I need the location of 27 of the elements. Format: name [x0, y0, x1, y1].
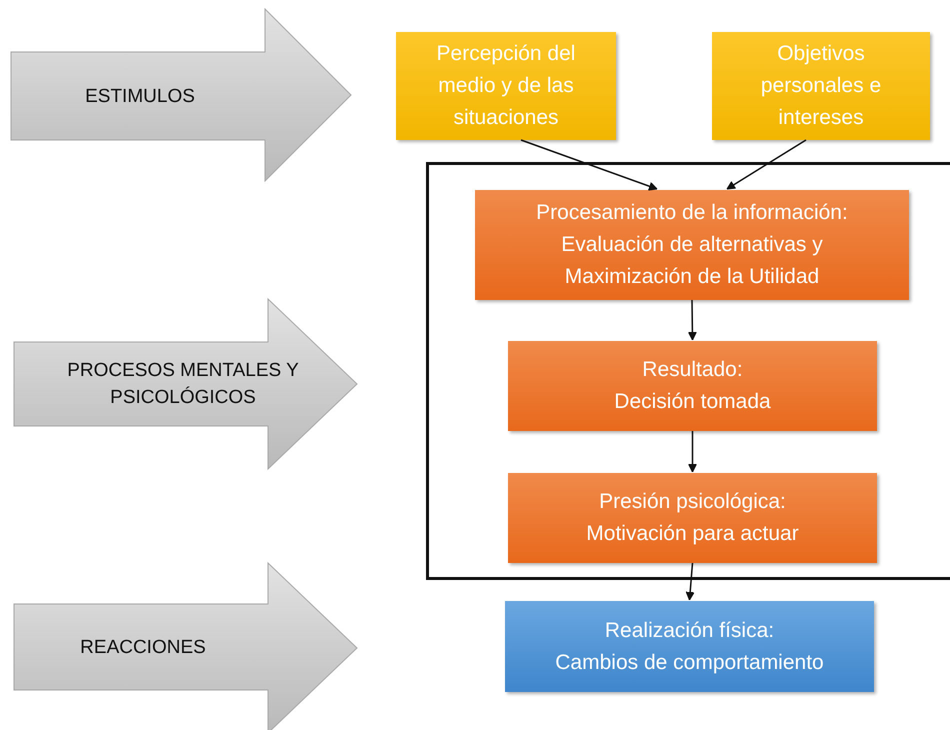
box-text: Presión psicológica:	[599, 489, 786, 515]
arrow-label: REACCIONES	[79, 636, 207, 660]
box-text: Motivación para actuar	[586, 521, 799, 547]
box-text: Cambios de comportamiento	[555, 650, 824, 676]
arrow-label: ESTIMULOS	[84, 84, 196, 108]
process-box	[475, 190, 909, 300]
box-text: Realización física:	[604, 618, 774, 644]
block-arrow	[13, 298, 358, 470]
block-arrow	[10, 8, 352, 182]
arrow	[726, 139, 806, 190]
box-text: Evaluación de alternativas y Maximización de la Utilidad	[560, 232, 824, 290]
box-text: Resultado:	[642, 357, 743, 383]
arrow	[688, 431, 697, 472]
process-box	[396, 32, 616, 140]
box-text: Objetivos personales e intereses	[760, 41, 882, 131]
block-arrow	[13, 562, 358, 730]
arrow	[520, 139, 658, 191]
process-box	[712, 32, 930, 140]
box-text: Procesamiento de la información:	[536, 200, 848, 226]
box-text: Decisión tomada	[614, 389, 771, 415]
box-text: Percepción del medio y de las situaciones	[436, 41, 576, 131]
process-box	[508, 341, 877, 431]
arrow	[688, 300, 697, 340]
process-box	[505, 601, 874, 692]
process-box	[508, 473, 877, 563]
frame	[426, 162, 950, 580]
arrow-label: PROCESOS MENTALES Y PSICOLÓGICOS	[66, 359, 300, 410]
